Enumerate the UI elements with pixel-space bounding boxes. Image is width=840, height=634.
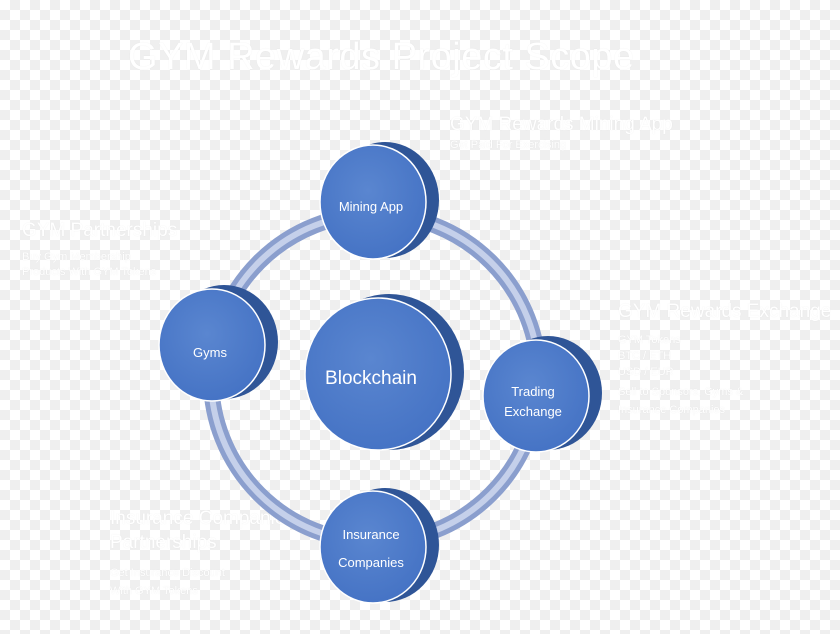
exchange-annotation-heading: GYM Rewards Exchange <box>618 301 832 322</box>
insurance-annotation-line: Get Insurance Discount <box>110 567 225 579</box>
exchange-annotation-line: GYM Tokens <box>618 334 681 346</box>
insurance-annotation-heading: Insurance Companies <box>110 508 295 529</box>
mining-app-label: Mining App <box>339 199 403 214</box>
trading-exchange-label: Exchange <box>504 404 562 419</box>
insurance-annotation-heading: Partnerships <box>110 532 217 553</box>
exchange-annotation-line: BTC / ETH <box>618 350 672 362</box>
mining-annotation-heading: GYM Rewards Mining App <box>450 114 673 135</box>
blockchain-node: Blockchain <box>304 294 464 451</box>
insurance-companies-label: Companies <box>338 555 404 570</box>
insurance-companies-label: Insurance <box>342 527 399 542</box>
gyms-node: Gyms <box>158 285 278 402</box>
partnerships-annotation-line: Products With GYM Tokens <box>22 266 157 278</box>
mining-app-node: Mining App <box>319 142 439 260</box>
insurance-companies-node: Insurance Companies <box>319 488 439 604</box>
trading-exchange-label: Trading <box>511 384 555 399</box>
gyms-label: Gyms <box>193 345 227 360</box>
insurance-annotation-line: With GYM Tokens <box>110 585 198 597</box>
blockchain-label: Blockchain <box>325 368 417 389</box>
partnerships-annotation-line: Buy Gym Membership <box>22 251 131 263</box>
partnerships-annotation-heading: GYM Partnerships <box>22 220 178 241</box>
exchange-annotation-line: Sell to Sponsors, Gyms & <box>618 386 744 398</box>
mining-annotation-line: Get Paid For Exercising <box>450 139 567 151</box>
page-title: GYM Rewards Project Scope <box>128 36 635 78</box>
exchange-annotation-line: USD / EUR <box>618 366 674 378</box>
trading-exchange-node: Trading Exchange <box>482 336 602 453</box>
exchange-annotation-line: Insurance Companies <box>618 404 726 416</box>
